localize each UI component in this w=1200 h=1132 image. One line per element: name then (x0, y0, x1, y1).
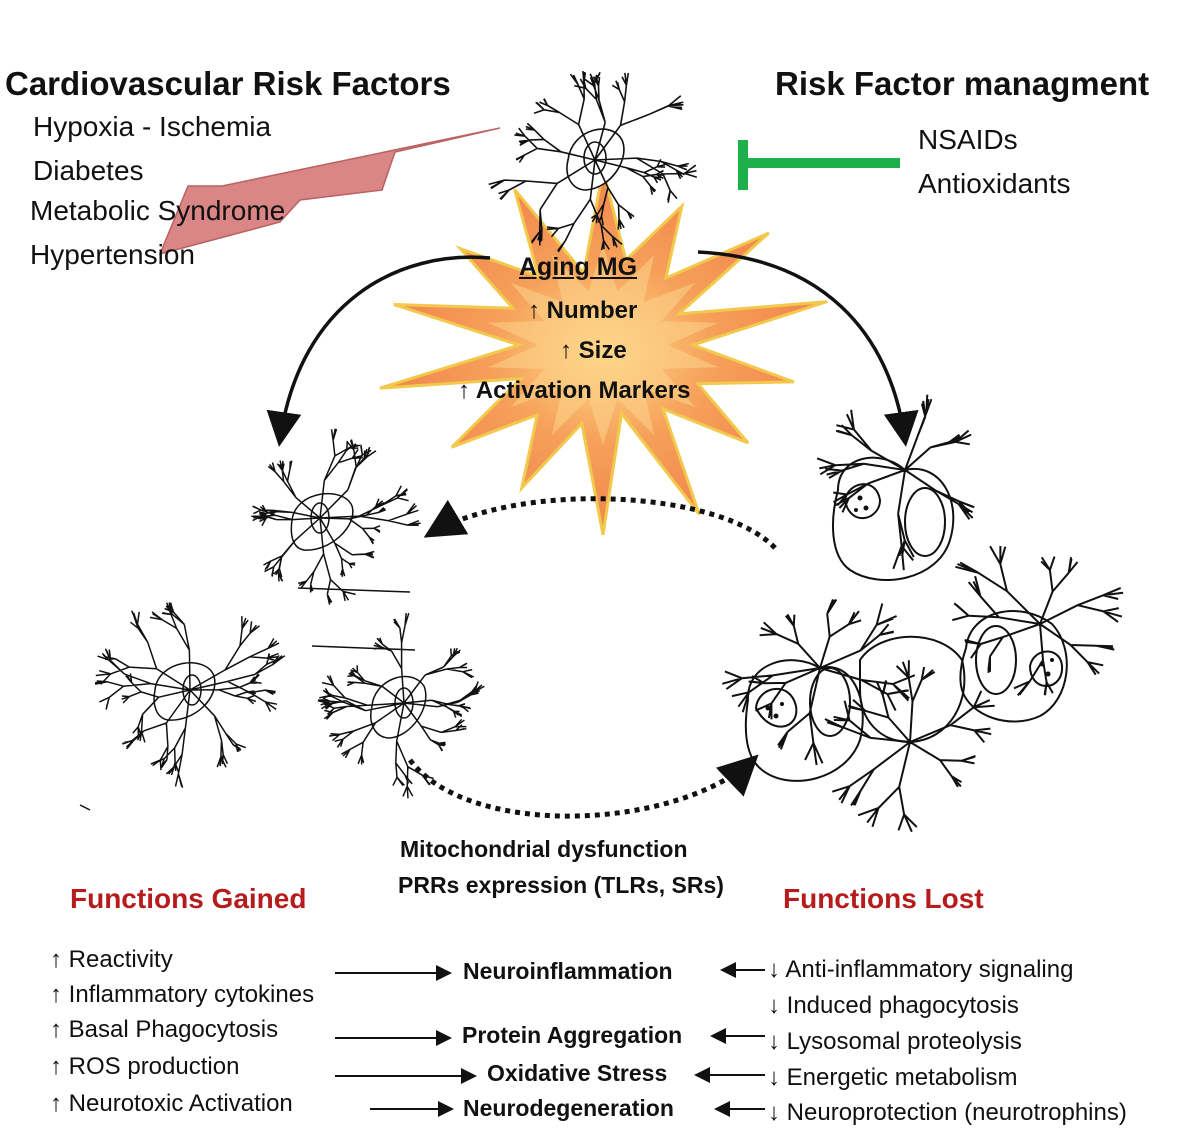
mechanism-label: PRRs expression (TLRs, SRs) (398, 872, 724, 898)
outcome-label: Neuroinflammation (463, 958, 673, 984)
lost-item: ↓ Energetic metabolism (768, 1064, 1018, 1091)
dotted-arrow-to-left (423, 496, 777, 550)
star-line: ↑ Size (560, 337, 627, 364)
explosion-star-core (488, 245, 718, 445)
management-item: NSAIDs (918, 124, 1018, 155)
gained-item: ↑ Neurotoxic Activation (50, 1090, 293, 1117)
outcome-label: Protein Aggregation (462, 1022, 683, 1048)
lost-item: ↓ Anti-inflammatory signaling (768, 956, 1074, 983)
functions-lost-title: Functions Lost (783, 883, 984, 914)
lost-item: ↓ Neuroprotection (neurotrophins) (768, 1099, 1127, 1126)
inhibition-symbol (738, 140, 900, 190)
risk-factor-item: Hypertension (30, 239, 195, 270)
star-title: Aging MG (519, 253, 638, 281)
risk-factor-item: Metabolic Syndrome (30, 195, 286, 226)
star-line: ↑ Number (528, 297, 638, 324)
lightning-bolt-icon (158, 127, 501, 256)
gained-item: ↑ ROS production (50, 1053, 240, 1080)
dotted-arrow-to-right (408, 754, 759, 819)
arrow-to-right-cluster (697, 250, 919, 447)
lost-item: ↓ Lysosomal proteolysis (768, 1028, 1022, 1055)
outcome-label: Neurodegeneration (463, 1095, 674, 1121)
mechanism-label: Mitochondrial dysfunction (400, 836, 688, 862)
risk-factor-item: Diabetes (33, 155, 144, 186)
management-item: Antioxidants (918, 168, 1071, 199)
functions-gained-title: Functions Gained (70, 883, 307, 914)
function-arrows (335, 962, 765, 1117)
resting-microglia-icon (488, 71, 698, 253)
arrow-to-left-cluster (266, 255, 491, 447)
gained-item: ↑ Reactivity (50, 946, 173, 973)
left-header-title: Cardiovascular Risk Factors (5, 65, 451, 102)
outcome-label: Oxidative Stress (487, 1060, 668, 1086)
ramified-microglia-icon (79, 428, 485, 811)
lost-item: ↓ Induced phagocytosis (768, 992, 1019, 1019)
gained-item: ↑ Basal Phagocytosis (50, 1016, 279, 1043)
right-header-title: Risk Factor managment (775, 65, 1150, 102)
gained-item: ↑ Inflammatory cytokines (50, 981, 315, 1008)
amoeboid-microglia-icon (722, 394, 1124, 833)
risk-factor-item: Hypoxia - Ischemia (33, 111, 272, 142)
star-line: ↑ Activation Markers (458, 377, 691, 404)
